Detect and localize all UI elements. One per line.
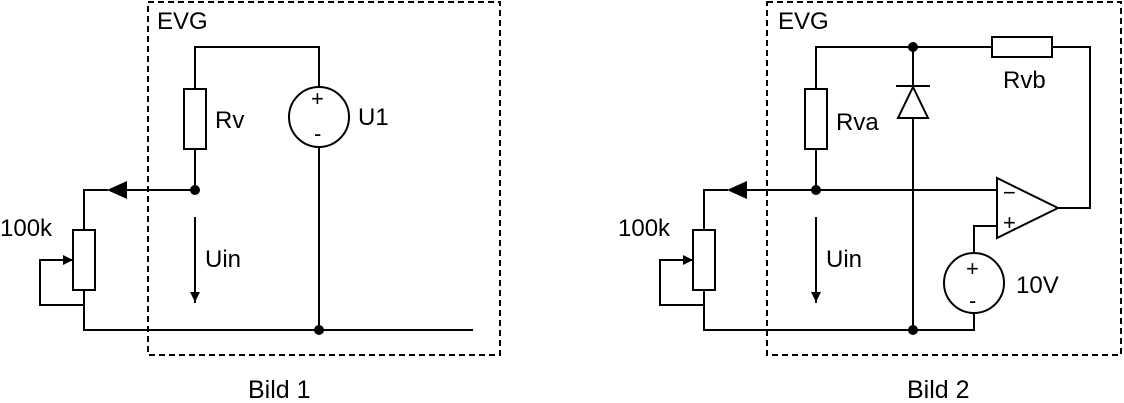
caption-bild-1: Bild 1 [248, 376, 311, 403]
evg-box-2 [766, 1, 1122, 356]
circuit-bild-2: EVG 100k Rva Rvb − + + - [618, 1, 1122, 403]
diode [896, 84, 930, 119]
u1-label: U1 [358, 104, 389, 131]
rv-label: Rv [215, 107, 244, 134]
feedback-wire [1051, 46, 1091, 209]
ground-wire-1 [83, 289, 473, 331]
src2-label: 10V [1016, 272, 1059, 299]
evg-label-1: EVG [157, 8, 208, 35]
top-wire-1 [194, 46, 320, 90]
rva-lower-wire [815, 148, 998, 191]
wiper-arrowhead-1 [107, 181, 127, 199]
junction-dot-2a [908, 42, 918, 52]
voltage-source-u1 [288, 86, 350, 148]
opamp-plus-sign: + [1003, 210, 1016, 235]
rvb-label: Rvb [1003, 67, 1046, 94]
pot-label-1: 100k [0, 215, 53, 242]
ground-wire-2 [703, 289, 975, 331]
u1-plus-sign: + [311, 86, 324, 111]
junction-dot-2c [908, 325, 918, 335]
voltage-source-10v [943, 252, 1005, 314]
evg-label-2: EVG [778, 8, 829, 35]
uin-label-2: Uin [826, 246, 862, 273]
junction-dot-1a [190, 185, 200, 195]
top-wire-2 [815, 46, 993, 90]
potentiometer-2 [692, 229, 716, 291]
junction-dot-2b [811, 185, 821, 195]
wiper-arrowhead-2 [727, 181, 747, 199]
u1-minus-sign: - [314, 121, 321, 146]
source-to-opamp-wire [973, 225, 998, 254]
circuit-bild-1: EVG 100k Rv + - U1 Uin Bild 1 [0, 1, 501, 403]
caption-bild-2: Bild 2 [907, 376, 970, 403]
resistor-rvb [991, 36, 1053, 58]
evg-box-1 [147, 1, 501, 356]
opamp-minus-sign: − [1003, 180, 1016, 205]
resistor-rva [804, 88, 828, 150]
op-amp [996, 176, 1061, 240]
uin-label-1: Uin [205, 246, 241, 273]
resistor-rv [183, 88, 207, 150]
src2-plus-sign: + [966, 256, 979, 281]
rva-label: Rva [836, 109, 879, 136]
pot-label-2: 100k [618, 215, 671, 242]
junction-dot-1b [314, 325, 324, 335]
src2-minus-sign: - [969, 288, 976, 313]
potentiometer-1 [72, 229, 96, 291]
